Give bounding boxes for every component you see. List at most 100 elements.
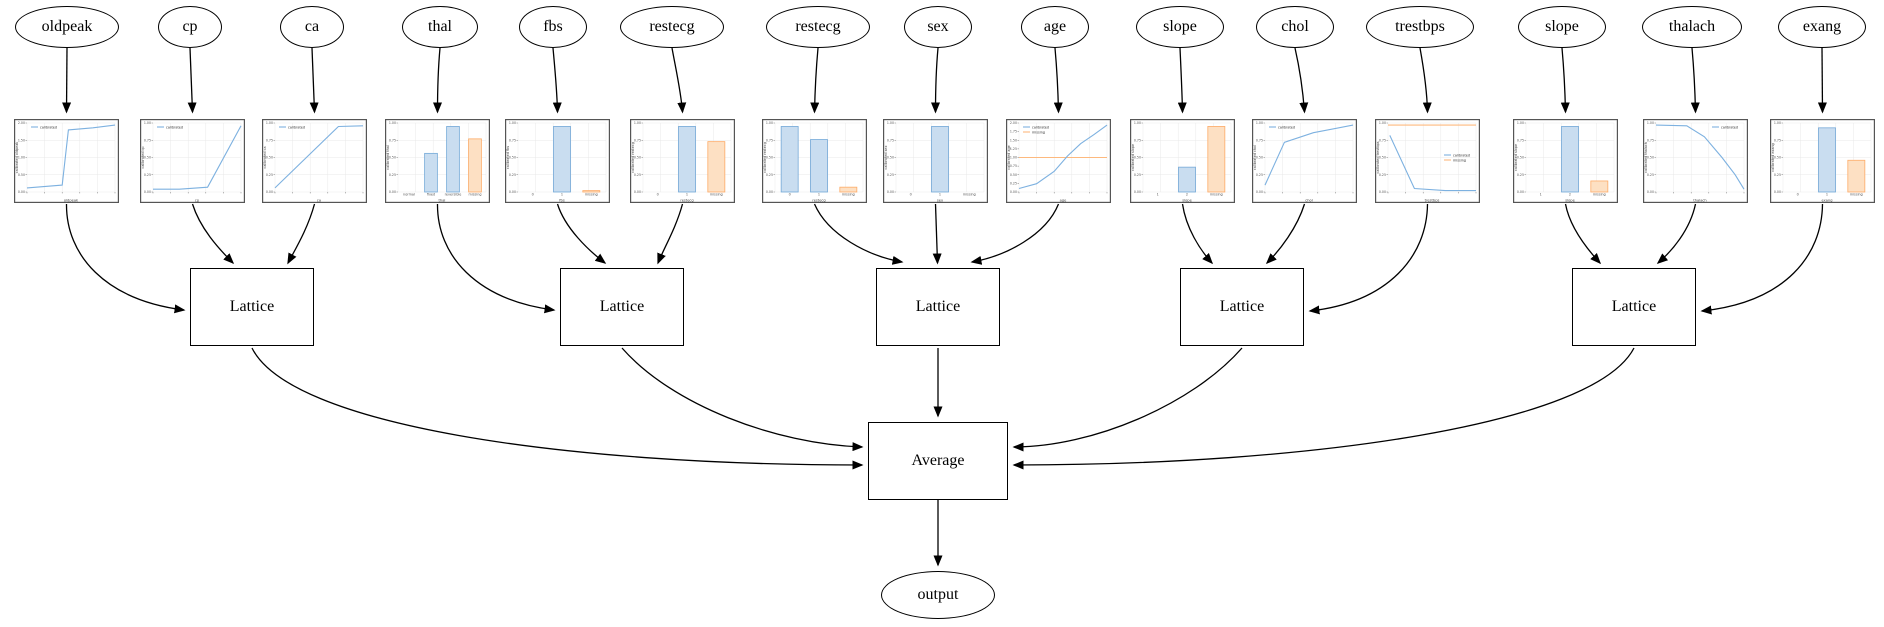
svg-text:ca: ca [317, 198, 321, 202]
edge-arrow [671, 47, 687, 114]
svg-text:0.00: 0.00 [18, 190, 25, 194]
svg-text:0.50: 0.50 [266, 156, 273, 160]
svg-text:0.50: 0.50 [1647, 156, 1654, 160]
edge-arrow [932, 203, 942, 265]
svg-text:0.25: 0.25 [1010, 181, 1017, 185]
svg-text:missing: missing [710, 193, 723, 197]
edge-arrow [65, 203, 186, 314]
feature-label: restecg [795, 18, 841, 35]
feature-label: sex [927, 18, 949, 35]
svg-text:reversible: reversible [445, 193, 462, 197]
svg-text:1.00: 1.00 [144, 121, 151, 125]
svg-text:calibrated exang: calibrated exang [1771, 143, 1775, 172]
svg-text:thalach: thalach [1693, 198, 1706, 202]
svg-text:0.75: 0.75 [389, 138, 396, 142]
feature-label: slope [1545, 18, 1579, 35]
feature-node-age: age [1021, 6, 1089, 48]
feature-node-thal: thal [402, 6, 478, 48]
svg-text:0.00: 0.00 [887, 190, 894, 194]
svg-text:0.25: 0.25 [1134, 173, 1141, 177]
svg-text:calibrated: calibrated [40, 125, 57, 129]
svg-text:0.50: 0.50 [1134, 156, 1141, 160]
feature-node-restecg-1: restecg [620, 6, 724, 48]
svg-text:1.75: 1.75 [1010, 130, 1017, 134]
svg-text:1: 1 [939, 193, 941, 197]
svg-text:missing: missing [963, 193, 976, 197]
svg-text:0.50: 0.50 [509, 156, 516, 160]
feature-label: thal [428, 18, 452, 35]
svg-text:0.75: 0.75 [1010, 164, 1017, 168]
svg-text:0.25: 0.25 [1647, 173, 1654, 177]
edge-arrow [251, 347, 864, 470]
svg-text:1: 1 [1540, 193, 1542, 197]
lattice-label: Lattice [1611, 298, 1657, 315]
svg-text:0.25: 0.25 [1517, 173, 1524, 177]
lattice-label: Lattice [1219, 298, 1265, 315]
svg-text:0.00: 0.00 [1517, 190, 1524, 194]
svg-text:calibrated: calibrated [166, 125, 183, 129]
svg-text:chol: chol [1305, 198, 1312, 202]
svg-text:1.00: 1.00 [1774, 121, 1781, 125]
svg-text:cp: cp [195, 198, 200, 202]
svg-text:missing: missing [1032, 130, 1045, 134]
svg-text:1: 1 [818, 193, 820, 197]
svg-text:0.00: 0.00 [1647, 190, 1654, 194]
svg-text:missing: missing [585, 193, 598, 197]
svg-text:calibrated chol: calibrated chol [1253, 145, 1257, 170]
svg-text:0.75: 0.75 [266, 138, 273, 142]
edge-arrow [931, 47, 941, 114]
feature-node-thalach: thalach [1642, 6, 1742, 48]
edge-arrow [1656, 203, 1697, 264]
svg-text:0.25: 0.25 [1256, 173, 1263, 177]
feature-node-chol: chol [1256, 6, 1334, 48]
svg-text:0.00: 0.00 [144, 190, 151, 194]
edge-arrow [1294, 47, 1309, 114]
svg-text:calibrated: calibrated [1032, 125, 1049, 129]
lattice-node-5: Lattice [1572, 268, 1696, 346]
lattice-node-2: Lattice [560, 268, 684, 346]
svg-text:0.75: 0.75 [1517, 138, 1524, 142]
feature-node-slope-1: slope [1136, 6, 1224, 48]
svg-text:0.00: 0.00 [1134, 190, 1141, 194]
svg-text:fixed: fixed [427, 193, 435, 197]
edge-arrow [810, 47, 820, 114]
edge-arrow [813, 203, 904, 265]
svg-text:missing: missing [1453, 158, 1466, 162]
svg-text:missing: missing [1593, 193, 1606, 197]
svg-text:0.75: 0.75 [1379, 138, 1386, 142]
svg-text:0.25: 0.25 [389, 173, 396, 177]
lattice-node-4: Lattice [1180, 268, 1304, 346]
svg-text:calibrated: calibrated [1721, 125, 1738, 129]
svg-text:2: 2 [1569, 193, 1571, 197]
svg-text:1.00: 1.00 [634, 121, 641, 125]
edge-arrow [1560, 47, 1570, 114]
average-label: Average [911, 452, 965, 469]
edge-arrow [62, 47, 72, 114]
svg-text:1: 1 [1157, 193, 1159, 197]
feature-label: chol [1281, 18, 1309, 35]
svg-text:1.00: 1.00 [1134, 121, 1141, 125]
edge-arrow [309, 47, 319, 114]
svg-text:0.75: 0.75 [144, 138, 151, 142]
svg-text:0.25: 0.25 [634, 173, 641, 177]
svg-text:calibrated ca: calibrated ca [263, 146, 267, 168]
svg-text:1.25: 1.25 [1010, 147, 1017, 151]
svg-text:calibrated thal: calibrated thal [386, 145, 390, 170]
svg-text:trestbps: trestbps [1425, 198, 1440, 202]
svg-text:0.50: 0.50 [18, 173, 25, 177]
feature-label: exang [1802, 18, 1842, 35]
svg-text:0: 0 [789, 193, 791, 197]
svg-text:0.25: 0.25 [887, 173, 894, 177]
svg-text:missing: missing [1850, 193, 1863, 197]
svg-text:calibrated: calibrated [1453, 153, 1470, 157]
svg-text:calibrated restecg: calibrated restecg [763, 142, 767, 173]
svg-text:1.00: 1.00 [1256, 121, 1263, 125]
